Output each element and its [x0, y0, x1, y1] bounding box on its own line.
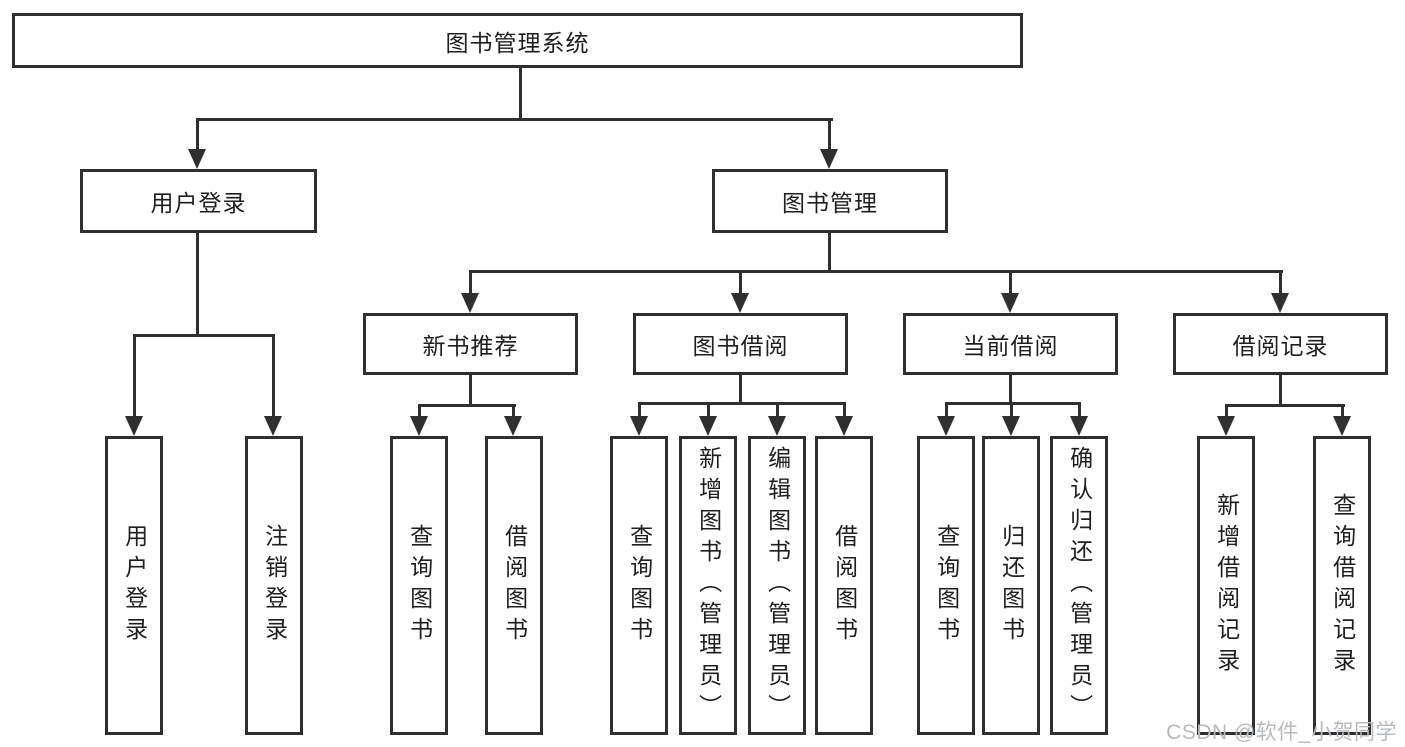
connector-line — [739, 270, 742, 295]
connector-line — [945, 402, 948, 416]
connector-line — [1341, 404, 1344, 416]
leaf-recommend-query-books-label: 查询图书 — [406, 523, 433, 648]
leaf-current-confirm-return-admin: 确认归还（管理员） — [1050, 436, 1108, 735]
node-user-login-label: 用户登录 — [150, 190, 247, 216]
arrow-down-icon — [1217, 416, 1235, 436]
csdn-watermark: CSDN @软件_小贺同学 — [1166, 721, 1397, 744]
leaf-records-add-record: 新增借阅记录 — [1197, 436, 1255, 735]
connector-line — [1279, 270, 1282, 295]
node-root-label: 图书管理系统 — [445, 29, 590, 56]
node-user-login: 用户登录 — [80, 169, 317, 233]
leaf-logout: 注销登录 — [245, 436, 303, 735]
node-root: 图书管理系统 — [12, 13, 1023, 68]
leaf-user-login-label: 用户登录 — [121, 523, 148, 648]
node-book-management-label: 图书管理 — [782, 190, 878, 216]
leaf-recommend-borrow-books-label: 借阅图书 — [501, 523, 528, 648]
leaf-borrow-query-books-label: 查询图书 — [626, 523, 653, 648]
connector-line — [1009, 375, 1012, 404]
arrow-down-icon — [1001, 293, 1019, 313]
node-borrowing-records: 借阅记录 — [1173, 313, 1388, 375]
connector-line — [469, 375, 472, 406]
connector-line — [1010, 402, 1013, 416]
arrow-down-icon — [630, 416, 648, 436]
connector-line — [1225, 404, 1345, 407]
connector-line — [1279, 375, 1282, 406]
arrow-down-icon — [410, 416, 428, 436]
connector-line — [707, 402, 710, 416]
arrow-down-icon — [1271, 293, 1289, 313]
connector-line — [519, 68, 522, 120]
connector-line — [418, 404, 421, 416]
node-book-borrowing: 图书借阅 — [633, 313, 848, 375]
node-book-management: 图书管理 — [712, 169, 948, 233]
arrow-down-icon — [699, 416, 717, 436]
node-current-borrowing: 当前借阅 — [903, 313, 1118, 375]
leaf-borrow-add-books-admin: 新增图书（管理员） — [679, 436, 737, 735]
leaf-borrow-borrow-books: 借阅图书 — [815, 436, 873, 735]
leaf-current-confirm-return-admin-label: 确认归还（管理员） — [1066, 446, 1093, 725]
connector-line — [133, 334, 136, 416]
connector-line — [843, 402, 846, 416]
connector-line — [196, 233, 199, 336]
arrow-down-icon — [835, 416, 853, 436]
connector-line — [272, 334, 275, 416]
connector-line — [739, 375, 742, 404]
node-new-book-recommend-label: 新书推荐 — [422, 333, 519, 359]
leaf-current-query-books: 查询图书 — [917, 436, 975, 735]
leaf-borrow-borrow-books-label: 借阅图书 — [831, 523, 858, 648]
connector-line — [828, 118, 831, 151]
leaf-recommend-query-books: 查询图书 — [390, 436, 448, 735]
leaf-borrow-edit-books-admin: 编辑图书（管理员） — [748, 436, 806, 735]
leaf-logout-label: 注销登录 — [261, 523, 288, 648]
node-current-borrowing-label: 当前借阅 — [962, 333, 1059, 359]
arrow-down-icon — [264, 416, 282, 436]
leaf-recommend-borrow-books: 借阅图书 — [485, 436, 543, 735]
connector-line — [828, 233, 831, 273]
arrow-down-icon — [820, 149, 838, 169]
leaf-borrow-edit-books-admin-label: 编辑图书（管理员） — [764, 446, 791, 725]
arrow-down-icon — [1070, 416, 1088, 436]
arrow-down-icon — [125, 416, 143, 436]
connector-line — [469, 270, 472, 295]
arrow-down-icon — [1333, 416, 1351, 436]
connector-line — [418, 404, 516, 407]
node-borrowing-records-label: 借阅记录 — [1232, 333, 1329, 359]
connector-line — [197, 118, 833, 121]
node-book-borrowing-label: 图书借阅 — [692, 333, 789, 359]
leaf-records-add-record-label: 新增借阅记录 — [1213, 492, 1240, 679]
leaf-current-query-books-label: 查询图书 — [933, 523, 960, 648]
connector-line — [638, 402, 846, 405]
connector-line — [1225, 404, 1228, 416]
arrow-down-icon — [504, 416, 522, 436]
connector-line — [133, 334, 275, 337]
connector-line — [638, 402, 641, 416]
connector-line — [469, 270, 1283, 273]
leaf-current-return-books-label: 归还图书 — [998, 523, 1025, 648]
arrow-down-icon — [461, 293, 479, 313]
leaf-borrow-add-books-admin-label: 新增图书（管理员） — [695, 446, 722, 725]
connector-line — [945, 402, 1081, 405]
leaf-records-query-record-label: 查询借阅记录 — [1329, 492, 1356, 679]
arrow-down-icon — [731, 293, 749, 313]
connector-line — [1078, 402, 1081, 416]
leaf-borrow-query-books: 查询图书 — [610, 436, 668, 735]
arrow-down-icon — [937, 416, 955, 436]
leaf-records-query-record: 查询借阅记录 — [1313, 436, 1371, 735]
leaf-current-return-books: 归还图书 — [982, 436, 1040, 735]
connector-line — [1009, 270, 1012, 295]
arrow-down-icon — [1002, 416, 1020, 436]
arrow-down-icon — [768, 416, 786, 436]
connector-line — [512, 404, 515, 416]
arrow-down-icon — [188, 149, 206, 169]
node-new-book-recommend: 新书推荐 — [363, 313, 578, 375]
connector-line — [196, 118, 199, 151]
connector-line — [776, 402, 779, 416]
leaf-user-login: 用户登录 — [105, 436, 163, 735]
